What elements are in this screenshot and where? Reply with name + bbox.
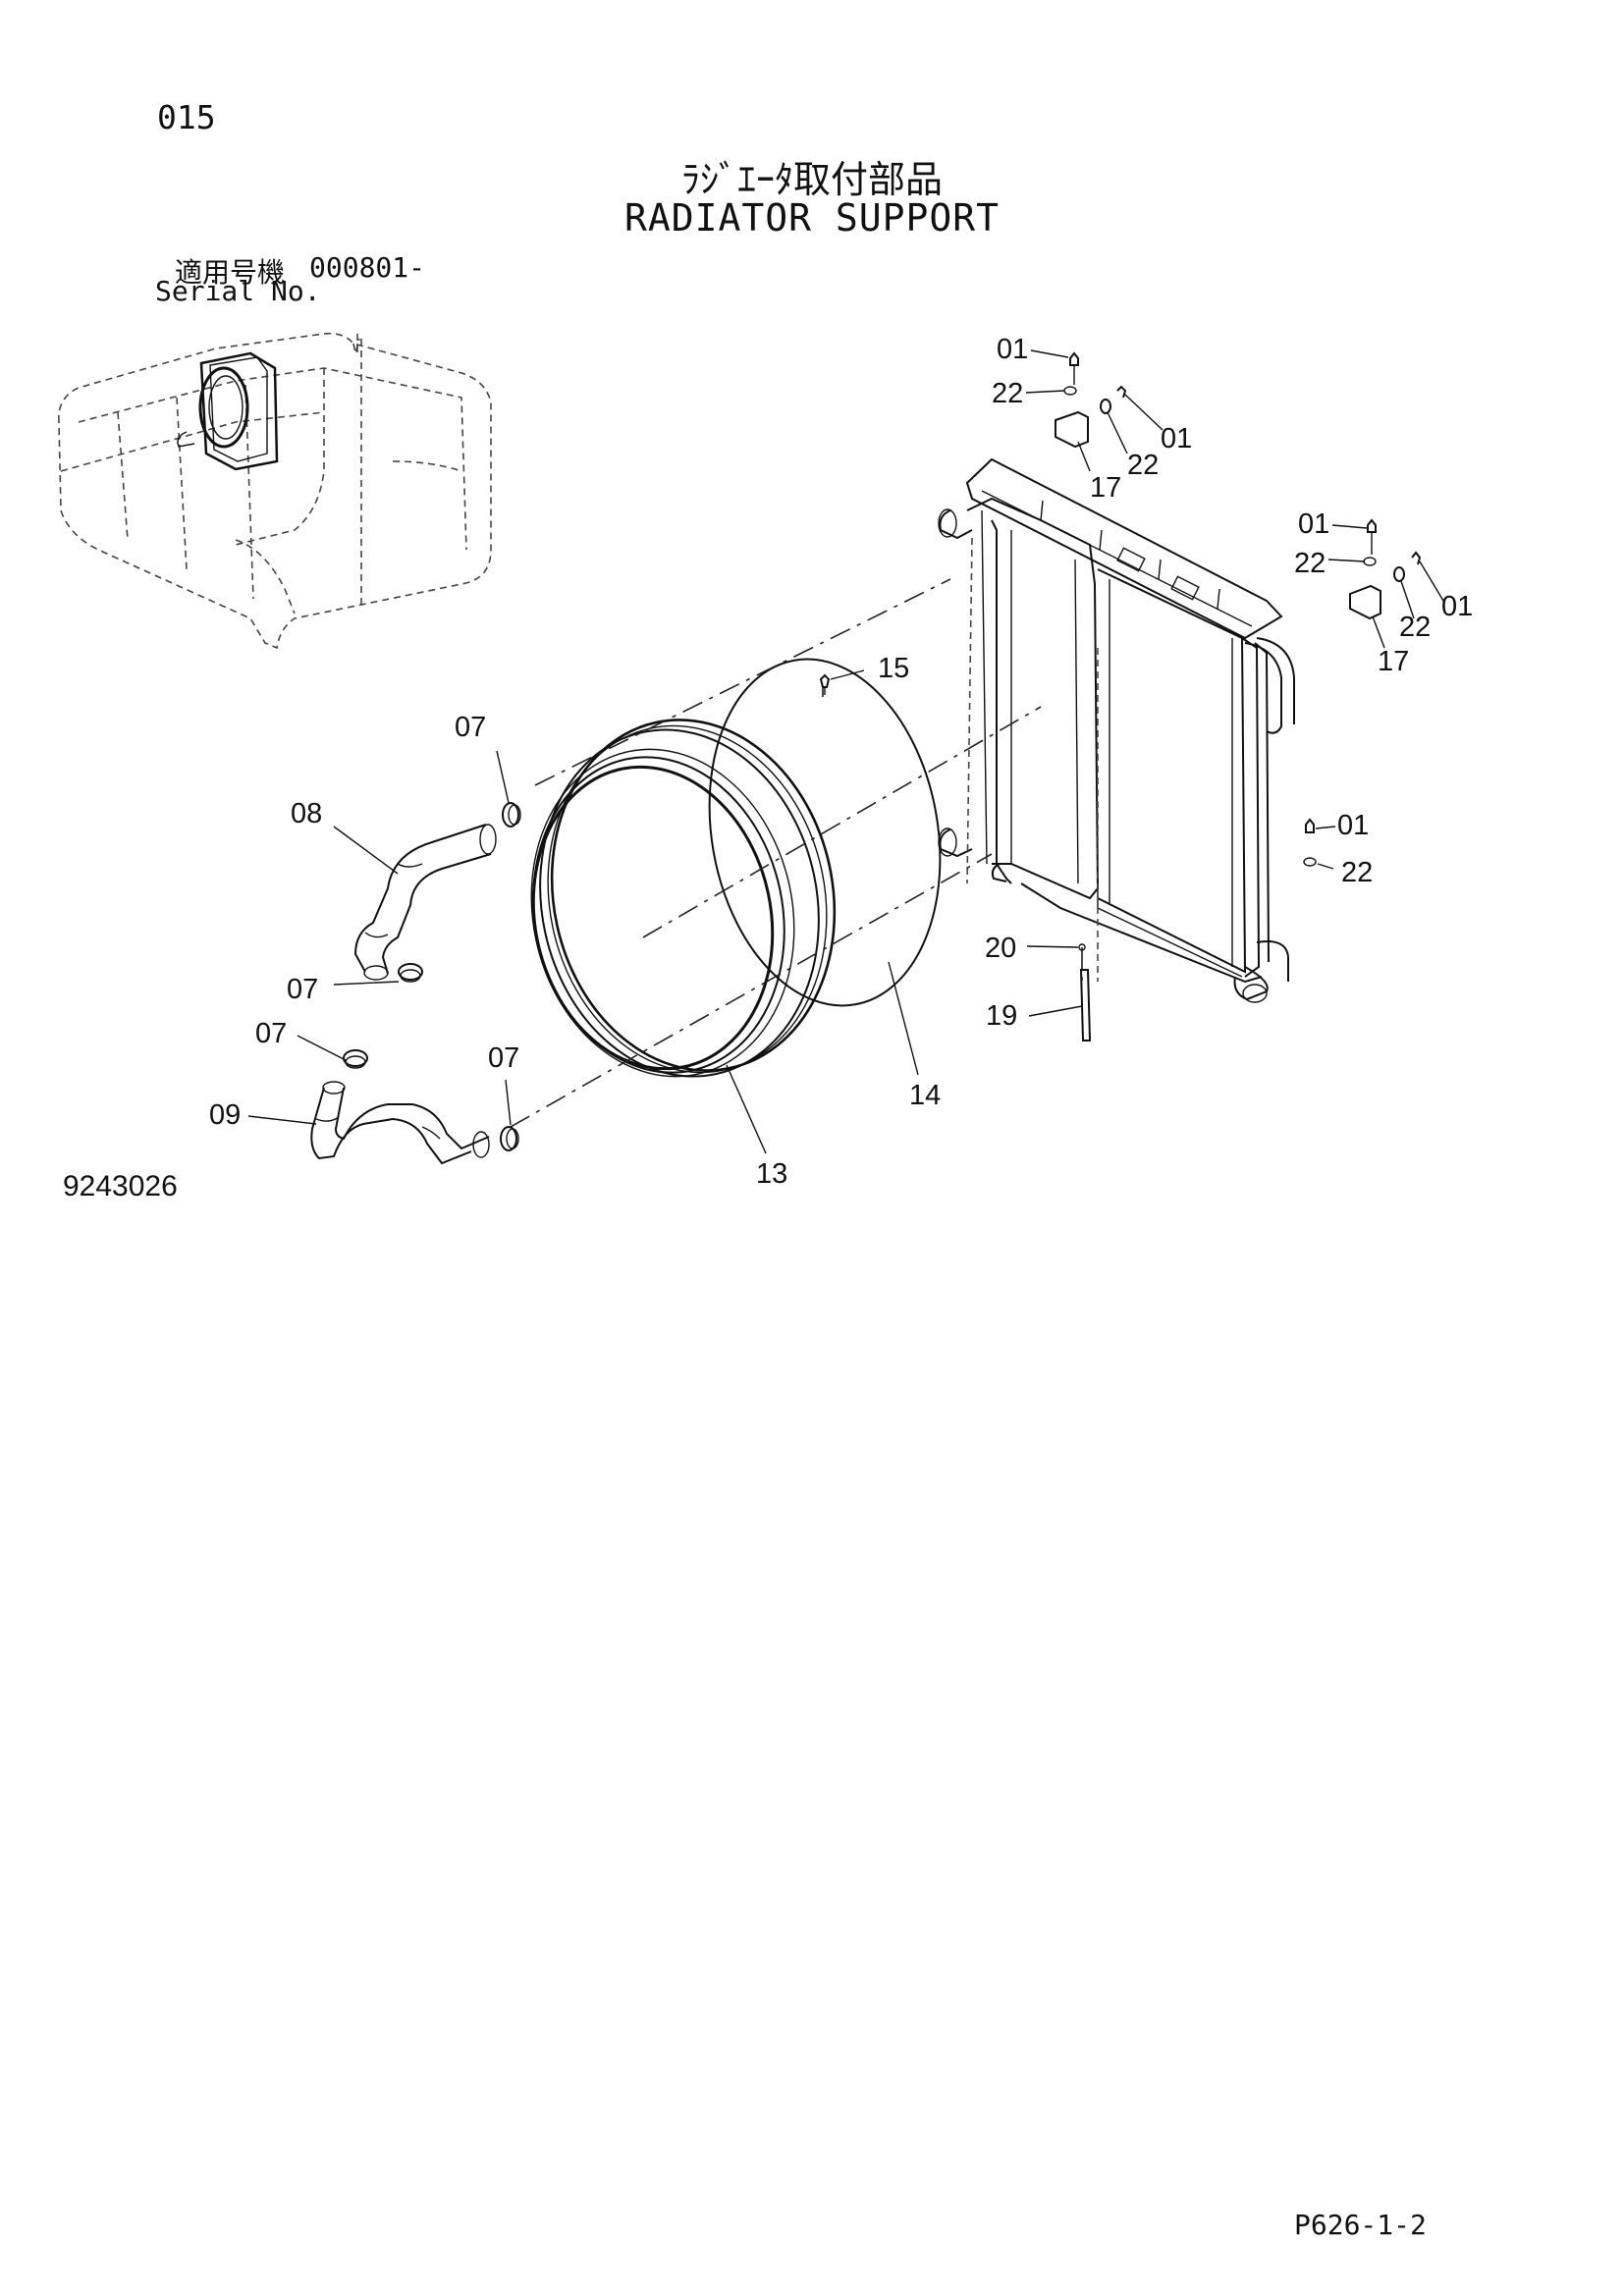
callout-leaders [247,349,1444,1154]
callout-08: 08 [291,798,322,829]
callout-13: 13 [756,1158,787,1190]
serial-label: Serial No. [155,275,321,307]
callout-07: 07 [455,712,486,743]
lower-hose [310,1081,490,1165]
callout-22: 22 [1127,450,1159,481]
callout-labels: 01 22 01 22 17 01 22 01 22 17 15 07 08 0… [209,334,1473,1190]
serial-label-japanese: 適用号機 [175,256,286,289]
machine-locator-thumbnail [58,332,492,650]
callout-07: 07 [488,1042,519,1074]
callout-22: 22 [1294,548,1326,579]
callout-01: 01 [1298,508,1329,540]
radiator-core [938,457,1295,1003]
callout-20: 20 [985,933,1016,964]
mounting-hardware [819,351,1422,1041]
callout-15: 15 [878,653,909,684]
callout-09: 09 [209,1099,241,1131]
callout-14: 14 [909,1080,941,1111]
hose-clamps [343,802,521,1151]
page-title-japanese: ﾗｼﾞｴｰﾀ取付部品 [680,158,943,201]
callout-01: 01 [997,334,1028,365]
callout-22: 22 [1399,612,1431,643]
figure-number: 9243026 [63,1170,178,1202]
assembly-guide-lines [510,578,1083,1128]
callout-19: 19 [986,1000,1017,1032]
callout-22: 22 [992,378,1023,409]
serial-range: 000801- [309,251,426,284]
upper-hose [353,824,497,981]
gasket-ring [708,658,942,1007]
callout-22: 22 [1341,857,1373,888]
callout-07: 07 [255,1018,287,1049]
callout-01: 01 [1337,810,1369,841]
page-title: RADIATOR SUPPORT [623,196,1001,240]
page-code: P626-1-2 [1294,2209,1427,2241]
callout-07: 07 [287,974,318,1005]
callout-17: 17 [1090,472,1121,504]
callout-01: 01 [1161,423,1192,454]
page-number: 015 [157,98,216,136]
fan-shroud-ring [530,719,837,1078]
callout-17: 17 [1378,646,1409,677]
callout-01: 01 [1441,591,1473,622]
